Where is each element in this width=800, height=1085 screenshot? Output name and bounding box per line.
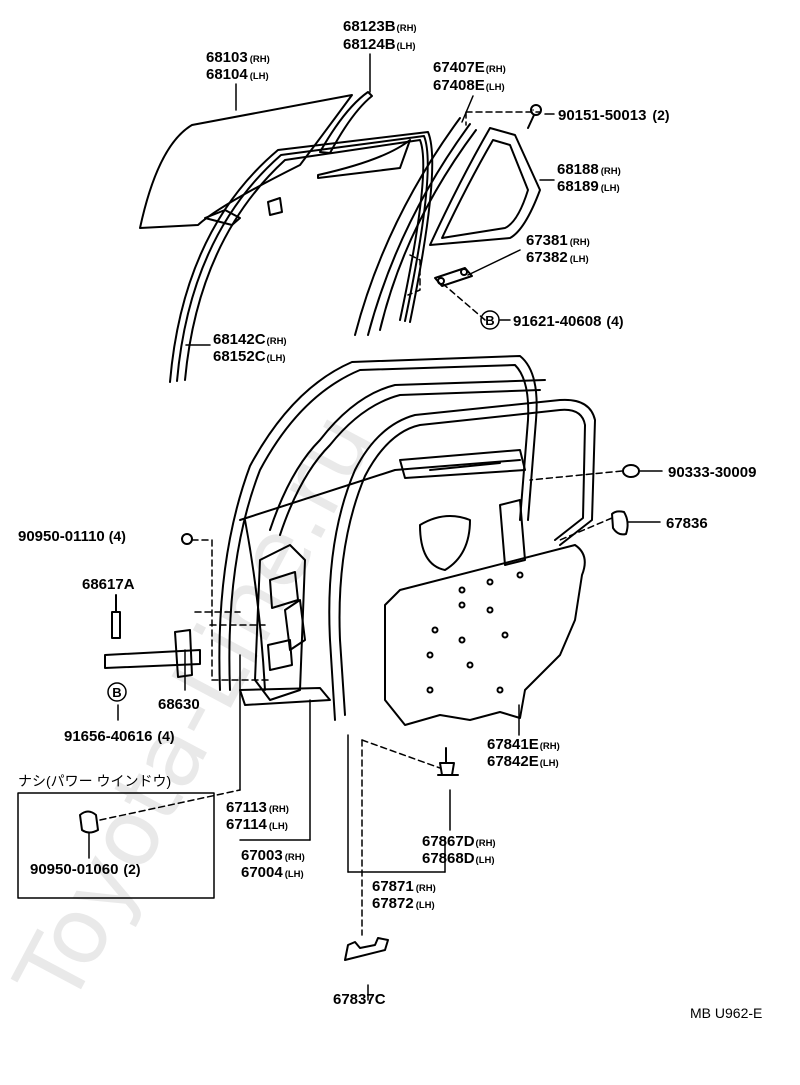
trim-board-drawing bbox=[384, 544, 586, 726]
dashed-leader-lines bbox=[99, 109, 623, 936]
svg-text:67871(RH): 67871(RH) bbox=[372, 878, 436, 895]
quarter-weatherstrip-drawing bbox=[429, 127, 541, 246]
diagram-code: MB U962-E bbox=[690, 1005, 762, 1021]
clip-67837c-drawing bbox=[344, 937, 389, 961]
label-91656-40616: 91656-40616(4) bbox=[64, 728, 175, 745]
division-bar-drawing bbox=[354, 117, 477, 336]
svg-text:67113(RH): 67113(RH) bbox=[226, 799, 289, 816]
svg-text:68142C(RH): 68142C(RH) bbox=[213, 331, 287, 348]
svg-text:67872(LH): 67872(LH) bbox=[372, 895, 435, 912]
bolt-marker-b: B bbox=[112, 685, 121, 700]
svg-text:68103(RH): 68103(RH) bbox=[206, 49, 270, 66]
door-glass-drawing bbox=[139, 94, 353, 229]
svg-text:67867D(RH): 67867D(RH) bbox=[422, 833, 496, 850]
label-67113: 67113(RH) 67114(LH) bbox=[226, 799, 289, 833]
window-channel-drawing bbox=[169, 131, 434, 383]
label-90151-50013: 90151-50013(2) bbox=[558, 107, 670, 124]
label-67836: 67836 bbox=[666, 515, 708, 532]
svg-text:68188(RH): 68188(RH) bbox=[557, 161, 621, 178]
label-67837c: 67837C bbox=[333, 991, 386, 1008]
label-68617a: 68617A bbox=[82, 576, 135, 593]
label-67407e: 67407E(RH) 67408E(LH) bbox=[433, 59, 506, 94]
svg-text:67114(LH): 67114(LH) bbox=[226, 816, 288, 833]
label-67871: 67871(RH) 67872(LH) bbox=[372, 878, 436, 912]
svg-text:67381(RH): 67381(RH) bbox=[526, 232, 590, 249]
svg-text:67004(LH): 67004(LH) bbox=[241, 864, 304, 881]
svg-text:67003(RH): 67003(RH) bbox=[241, 847, 305, 864]
label-68630: 68630 bbox=[158, 696, 200, 713]
bolt-marker-b: B bbox=[485, 313, 494, 328]
no-power-window-box bbox=[17, 792, 215, 899]
svg-text:68124B(LH): 68124B(LH) bbox=[343, 36, 416, 53]
svg-text:68104(LH): 68104(LH) bbox=[206, 66, 269, 83]
label-90333-30009: 90333-30009 bbox=[668, 464, 756, 481]
label-67867d: 67867D(RH) 67868D(LH) bbox=[422, 833, 496, 867]
label-90950-01060: 90950-01060(2) bbox=[30, 861, 141, 878]
callout-no-power-window: ナシ(パワー ウインドウ) bbox=[18, 773, 171, 789]
svg-text:67382(LH): 67382(LH) bbox=[526, 249, 589, 266]
label-67003: 67003(RH) 67004(LH) bbox=[241, 847, 305, 881]
svg-text:67841E(RH): 67841E(RH) bbox=[487, 736, 560, 753]
label-68142c: 68142C(RH) 68152C(LH) bbox=[213, 331, 287, 365]
bracket-drawing bbox=[434, 267, 473, 287]
svg-text:68123B(RH): 68123B(RH) bbox=[343, 18, 417, 35]
door-check-drawing bbox=[104, 594, 201, 678]
svg-text:67868D(LH): 67868D(LH) bbox=[422, 850, 495, 867]
svg-text:67407E(RH): 67407E(RH) bbox=[433, 59, 506, 76]
label-68188: 68188(RH) 68189(LH) bbox=[557, 161, 621, 195]
svg-text:67842E(LH): 67842E(LH) bbox=[487, 753, 559, 770]
label-68123b: 68123B(RH) 68124B(LH) bbox=[343, 18, 417, 53]
label-90950-01110: 90950-01110(4) bbox=[18, 528, 126, 545]
svg-text:67408E(LH): 67408E(LH) bbox=[433, 77, 505, 94]
door-weatherstrip-drawing bbox=[328, 398, 596, 721]
label-67841e: 67841E(RH) 67842E(LH) bbox=[487, 736, 560, 770]
leader-lines bbox=[88, 53, 663, 1001]
svg-text:68152C(LH): 68152C(LH) bbox=[213, 348, 286, 365]
label-67381: 67381(RH) 67382(LH) bbox=[526, 232, 590, 266]
svg-text:68189(LH): 68189(LH) bbox=[557, 178, 620, 195]
plug-hole-drawing bbox=[79, 464, 640, 834]
label-91621-40608: 91621-40608(4) bbox=[513, 313, 624, 330]
bolt-markers bbox=[107, 310, 500, 702]
screw-drawing bbox=[527, 104, 542, 129]
door-panel-drawing bbox=[218, 355, 546, 706]
clip-drawing bbox=[437, 747, 459, 776]
label-68103: 68103(RH) 68104(LH) bbox=[206, 49, 270, 83]
